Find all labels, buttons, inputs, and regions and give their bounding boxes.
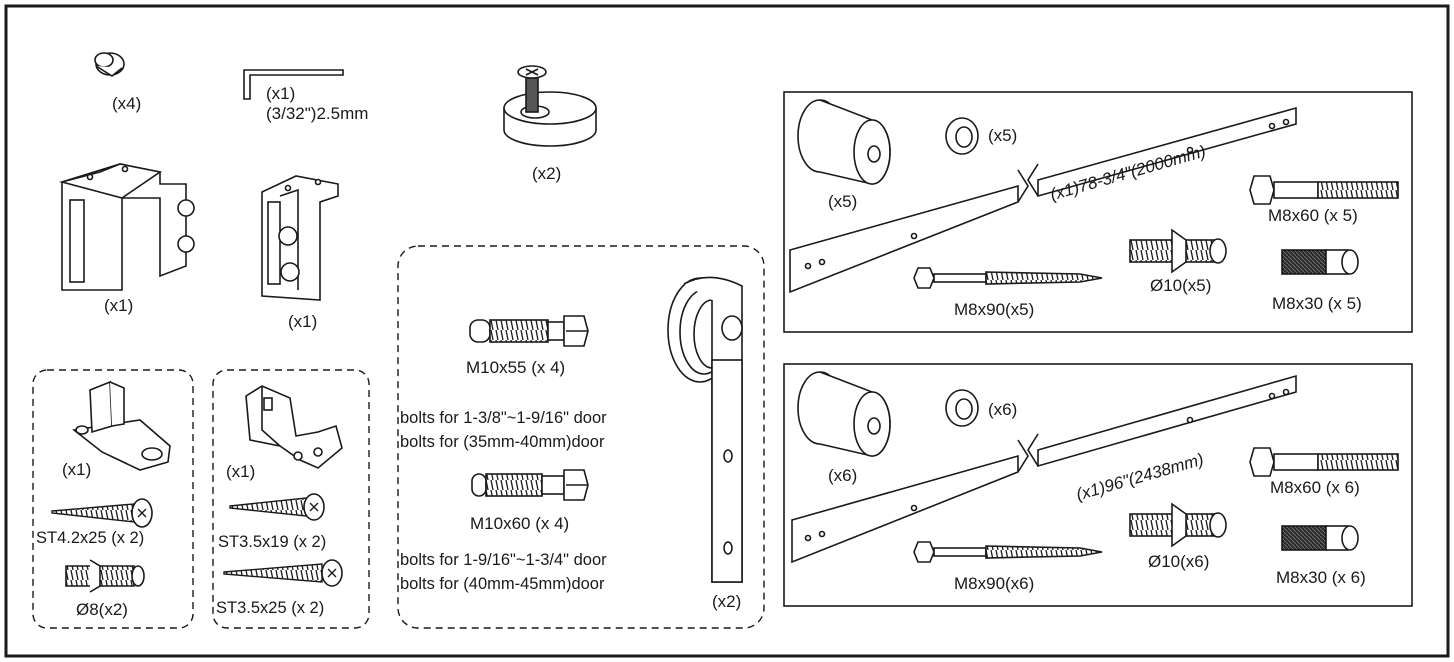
screw-st35x19 [229,493,325,521]
anchor-o10-b [1129,502,1227,548]
sleeve-bolt-a-label: M8x30 (x 5) [1272,294,1362,313]
anchor-o10-a [1129,228,1227,274]
hanger-qty: (x2) [712,592,742,611]
spacer-a [797,99,891,185]
anchor-o8-label: Ø8(x2) [76,600,128,619]
outer-frame [4,4,1450,658]
kit-a-frame [32,369,194,629]
bolt-m10x60-label: M10x60 (x 4) [470,514,570,533]
lag-screw-a-label: M8x90(x5) [954,300,1035,319]
sleeve-bolt-b-label: M8x30 (x 6) [1276,568,1366,587]
floor-guide-a-qty: (x1) [62,460,92,479]
screw-st35x25-label: ST3.5x25 (x 2) [216,599,325,617]
sleeve-bolt-m8x30-a [1281,249,1359,275]
bolt-m10x55 [469,315,589,347]
floor-guide-round [503,65,597,147]
sleeve-bolt-m8x30-b [1281,525,1359,551]
allen-key-size: (3/32")2.5mm [266,104,369,123]
rail-a [789,106,1297,294]
hex-bolt-m8x60-a [1249,175,1399,205]
floor-guide-b-qty: (x1) [226,462,256,481]
screw-st42x25 [51,498,153,528]
washer-b [945,389,979,427]
rail-kit-b-frame [783,363,1413,607]
stop-block-small [261,175,339,301]
allen-key [243,69,344,100]
spacer-b [797,371,891,457]
floor-guide-a [72,380,171,471]
anchor-o10-a-label: Ø10(x5) [1150,276,1212,295]
kit-b-frame [212,369,370,629]
hanger-kit-frame [397,245,765,629]
bolt-m10x55-note2: bolts for (35mm-40mm)door [400,433,605,451]
spacer-b-qty: (x6) [828,466,858,485]
hanger-strap [667,276,743,583]
lag-screw-m8x90-a [913,267,1103,289]
door-stopper-knob [94,52,125,77]
bolt-m10x60-note1: bolts for 1-9/16"~1-3/4" door [400,551,607,569]
hex-bolt-b-label: M8x60 (x 6) [1270,478,1360,497]
hex-bolt-m8x60-b [1249,447,1399,477]
stop-block-large-qty: (x1) [104,296,134,315]
screw-st35x19-label: ST3.5x19 (x 2) [218,533,327,551]
screw-st42x25-label: ST4.2x25 (x 2) [36,529,145,547]
rail-kit-a-frame [783,91,1413,333]
bolt-m10x55-label: M10x55 (x 4) [466,358,566,377]
screw-st35x25 [223,559,343,587]
lag-screw-b-label: M8x90(x6) [954,574,1035,593]
washer-b-qty: (x6) [988,400,1018,419]
stop-block-small-qty: (x1) [288,312,318,331]
allen-key-qty: (x1) [266,84,296,103]
floor-guide-qty: (x2) [532,164,562,183]
washer-a-qty: (x5) [988,126,1018,145]
anchor-o8 [65,559,145,593]
bolt-m10x60-note2: bolts for (40mm-45mm)door [400,575,605,593]
lag-screw-m8x90-b [913,541,1103,563]
anchor-o10-b-label: Ø10(x6) [1148,552,1210,571]
hex-bolt-a-label: M8x60 (x 5) [1268,206,1358,225]
floor-guide-b [245,385,343,469]
spacer-a-qty: (x5) [828,192,858,211]
washer-a [945,117,979,155]
bolt-m10x55-note1: bolts for 1-3/8"~1-9/16" door [400,409,607,427]
stop-block-large [58,163,195,291]
rail-b [791,374,1297,564]
stopper-qty: (x4) [112,94,142,113]
bolt-m10x60 [471,469,589,501]
